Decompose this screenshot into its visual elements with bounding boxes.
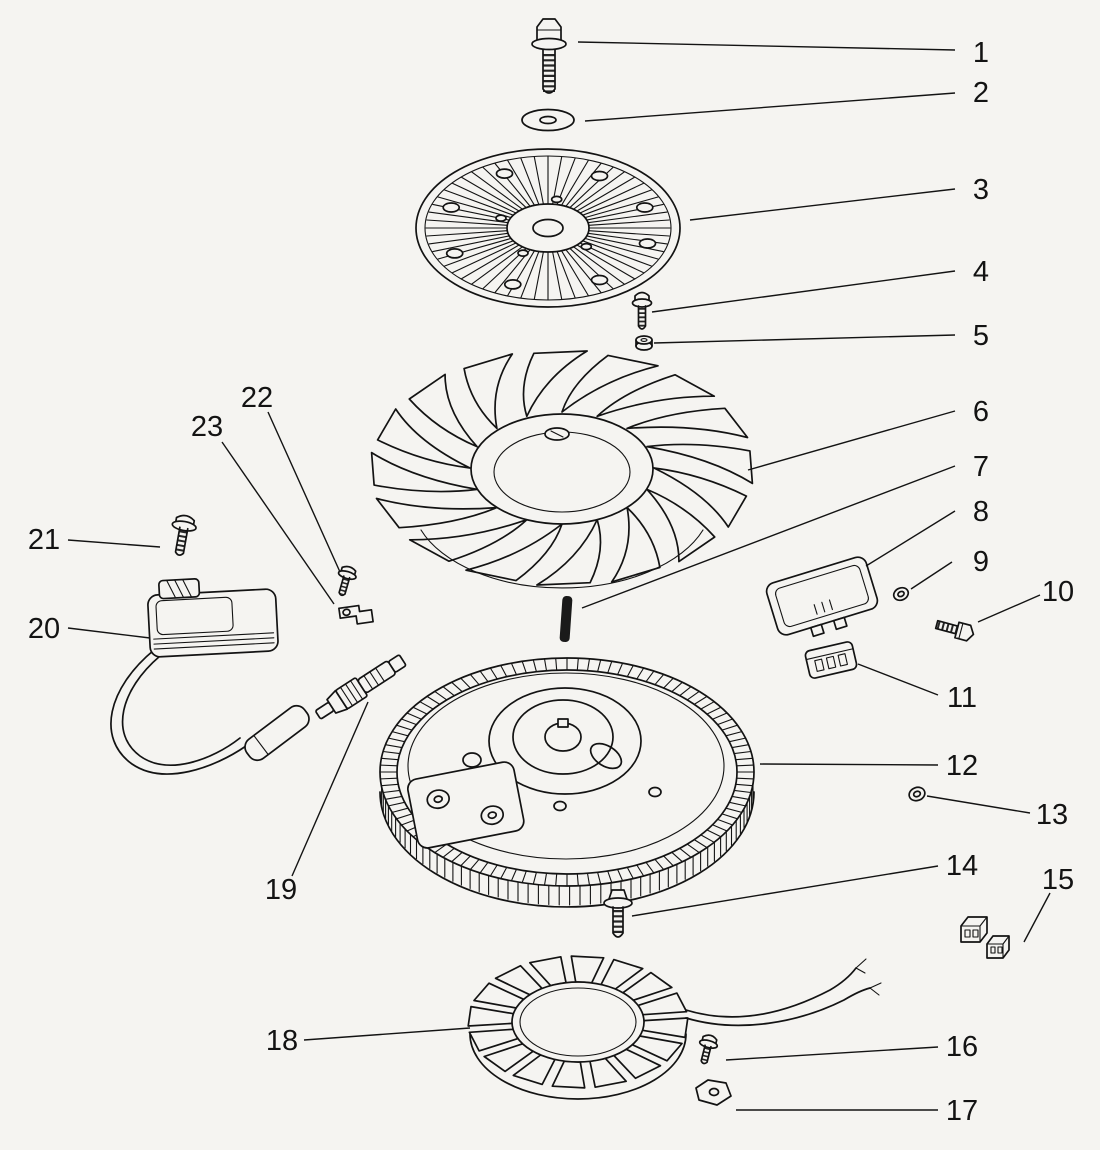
callout-15: 15 <box>1042 864 1074 896</box>
callout-4: 4 <box>973 256 989 288</box>
leader-lines <box>67 41 1051 1111</box>
callout-16: 16 <box>946 1031 978 1063</box>
callout-10: 10 <box>1042 576 1074 608</box>
callout-numbers: 1 2 3 4 5 6 7 8 9 10 11 12 13 14 15 16 1… <box>28 37 1074 1127</box>
part-flywheel-key <box>559 595 573 643</box>
part-debris-screen <box>415 148 681 308</box>
part-connector-housings-15 <box>960 916 1010 959</box>
part-hex-bolt-10 <box>934 619 975 642</box>
callout-9: 9 <box>973 546 989 578</box>
callout-1: 1 <box>973 37 989 69</box>
callout-13: 13 <box>1036 799 1068 831</box>
part-cooling-fan <box>370 350 754 589</box>
callout-7: 7 <box>973 451 989 483</box>
part-screw-22 <box>337 565 357 597</box>
stator-lead-wire <box>685 967 857 1018</box>
callout-20: 20 <box>28 613 60 645</box>
part-washer-2 <box>521 108 575 132</box>
callout-6: 6 <box>973 396 989 428</box>
part-connector-11 <box>804 641 858 679</box>
callout-14: 14 <box>946 850 978 882</box>
part-hex-flange-bolt <box>531 18 567 94</box>
callout-18: 18 <box>266 1025 298 1057</box>
callout-3: 3 <box>973 174 989 206</box>
part-elbow-fitting <box>338 604 374 625</box>
screen-radial-lines <box>425 155 671 301</box>
module-lead-wire <box>121 655 241 766</box>
gear-side-ticks <box>381 783 754 906</box>
callout-2: 2 <box>973 77 989 109</box>
part-rectifier-regulator <box>765 556 879 638</box>
part-sensor <box>315 654 407 720</box>
module-lead-wire <box>110 649 247 775</box>
part-flywheel-ring-gear <box>379 657 755 908</box>
callout-5: 5 <box>973 320 989 352</box>
callout-8: 8 <box>973 496 989 528</box>
screen-vent-holes <box>442 168 657 290</box>
callout-17: 17 <box>946 1095 978 1127</box>
part-washer-13 <box>908 786 926 802</box>
callout-12: 12 <box>946 750 978 782</box>
module-body <box>147 578 279 658</box>
part-screw-21 <box>171 514 197 556</box>
part-grommet-9 <box>892 586 910 602</box>
gear-teeth <box>379 657 755 887</box>
flywheel-mount-block <box>406 761 525 849</box>
part-screw-4 <box>631 291 653 330</box>
terminal-boot <box>244 704 310 762</box>
callout-21: 21 <box>28 524 60 556</box>
part-screw-16 <box>698 1034 719 1065</box>
stator-lead-wire <box>685 987 871 1027</box>
part-stator <box>467 955 882 1100</box>
part-spacer-5 <box>635 335 653 351</box>
callout-23: 23 <box>191 411 223 443</box>
fan-blades <box>370 350 754 586</box>
part-ignition-module <box>110 578 310 775</box>
callout-19: 19 <box>265 874 297 906</box>
callout-11: 11 <box>947 682 977 714</box>
part-flange-bolt-14 <box>603 889 633 938</box>
part-retainer-clip <box>695 1079 732 1106</box>
callout-22: 22 <box>241 382 273 414</box>
